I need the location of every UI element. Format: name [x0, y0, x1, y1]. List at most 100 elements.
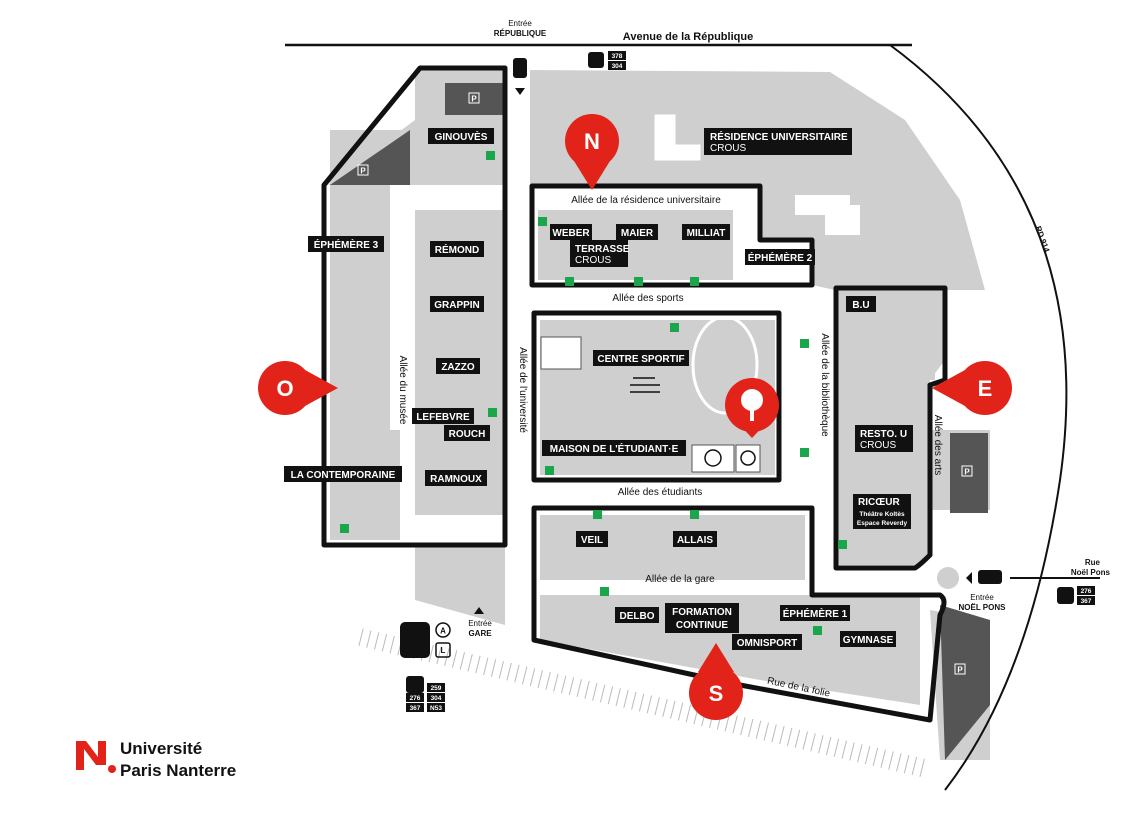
car-icon [978, 570, 1002, 584]
building-veil-label: VEIL [581, 535, 603, 546]
alley-etudiants: Allée des étudiants [618, 487, 703, 498]
pin-east[interactable]: E [932, 361, 1012, 415]
building-bu-label: B.U [852, 300, 869, 311]
bus-icon [1057, 587, 1074, 604]
arrow-left-icon [966, 572, 972, 584]
entrance-noel-pons[interactable]: Entrée NOËL PONS [937, 567, 1006, 612]
building-formation-label: FORMATION [672, 607, 732, 618]
arrow-down-icon [515, 88, 525, 95]
building-terrasse-sub: CROUS [575, 255, 611, 266]
parking-label-2: P [360, 167, 366, 176]
building-maison-etudiant-label: MAISON DE L'ÉTUDIANT·E [550, 442, 679, 455]
bus-line-259: 259 [431, 685, 442, 692]
alley-residence: Allée de la résidence universitaire [571, 195, 721, 206]
building-gymnase-label: GYMNASE [843, 635, 894, 646]
building-resto-u-label: RESTO. U [860, 429, 907, 440]
parking-label-1: P [471, 95, 477, 104]
bus-icon [588, 52, 604, 68]
entrance-noel-pons-name: NOËL PONS [959, 603, 1007, 612]
bus-line-276: 276 [410, 695, 421, 702]
train-station: A L [400, 622, 451, 658]
building-rouch-label: ROUCH [449, 429, 486, 440]
building-contemporaine[interactable]: LA CONTEMPORAINE [284, 466, 402, 482]
pin-north[interactable]: N [565, 114, 619, 190]
pin-east-letter: E [978, 376, 993, 401]
bike-parking-markers [340, 151, 847, 635]
building-gymnase[interactable]: GYMNASE [840, 631, 896, 647]
building-zazzo[interactable]: ZAZZO [436, 358, 480, 374]
pin-south[interactable]: S [689, 643, 743, 720]
building-ephemere2[interactable]: ÉPHÉMÈRE 2 [745, 249, 815, 265]
building-terrasse-label: TERRASSE [575, 244, 630, 255]
park-tree-icon [725, 378, 779, 438]
parking-label-3: P [964, 468, 970, 477]
zone-outlines [321, 65, 948, 723]
building-theatre-label: Théâtre Koltès [859, 511, 905, 518]
building-rouch[interactable]: ROUCH [444, 425, 490, 441]
racket-icon [540, 336, 582, 370]
logo-line-2: Paris Nanterre [120, 761, 236, 780]
building-delbo[interactable]: DELBO [615, 607, 659, 623]
entrance-gare[interactable]: Entrée GARE [468, 607, 492, 638]
bus-icon [406, 676, 424, 693]
entrance-gare-word: Entrée [468, 619, 492, 628]
basketball-icon [691, 444, 735, 473]
building-maier[interactable]: MAIER [616, 224, 658, 240]
entrance-noel-pons-word: Entrée [970, 593, 994, 602]
rer-a-icon [435, 622, 451, 638]
building-ephemere3[interactable]: ÉPHÉMÈRE 3 [308, 236, 384, 252]
alley-sports: Allée des sports [612, 293, 683, 304]
alley-gare: Allée de la gare [645, 574, 715, 585]
sports-icons [540, 315, 761, 473]
alley-arts: Allée des arts [932, 415, 943, 476]
building-reverdy-label: Espace Reverdy [857, 520, 908, 527]
building-bu[interactable]: B.U [846, 296, 876, 312]
pin-west[interactable]: O [258, 361, 338, 415]
road-avenue-republique: Avenue de la République [623, 31, 753, 43]
building-milliat[interactable]: MILLIAT [682, 224, 730, 240]
road-rue-noel-pons-2: Noël Pons [1071, 568, 1111, 577]
building-ginouves[interactable]: GINOUVÈS [428, 128, 494, 144]
building-centre-sportif-label: CENTRE SPORTIF [597, 354, 684, 365]
building-allais[interactable]: ALLAIS [673, 531, 717, 547]
building-weber[interactable]: WEBER [550, 224, 592, 240]
building-allais-label: ALLAIS [677, 535, 713, 546]
building-centre-sportif[interactable]: CENTRE SPORTIF [593, 350, 689, 366]
building-ramnoux[interactable]: RAMNOUX [425, 470, 487, 486]
bus-line-304: 304 [612, 63, 623, 70]
volleyball-icon [735, 444, 761, 473]
bus-stop-republique: 378 304 [588, 51, 626, 70]
building-ephemere1[interactable]: ÉPHÉMÈRE 1 [780, 605, 850, 621]
building-grappin[interactable]: GRAPPIN [430, 296, 484, 312]
entrance-republique-name: RÉPUBLIQUE [494, 29, 547, 38]
building-remond[interactable]: RÉMOND [430, 241, 484, 257]
running-track-icon [691, 315, 759, 415]
entrance-republique[interactable]: Entrée RÉPUBLIQUE [494, 19, 547, 95]
building-residence-label: RÉSIDENCE UNIVERSITAIRE [710, 130, 848, 143]
building-maison-etudiant[interactable]: MAISON DE L'ÉTUDIANT·E [542, 440, 686, 456]
pin-west-letter: O [276, 376, 293, 401]
roads [285, 43, 1100, 791]
building-ginouves-label: GINOUVÈS [435, 130, 488, 143]
building-zazzo-label: ZAZZO [441, 362, 475, 373]
road-rue-noel-pons-1: Rue [1085, 558, 1101, 567]
car-icon [513, 58, 527, 78]
building-omnisport-label: OMNISPORT [737, 638, 798, 649]
building-lefebvre[interactable]: LEFEBVRE [412, 408, 474, 424]
building-weber-label: WEBER [552, 228, 590, 239]
logo-mark [76, 741, 106, 770]
pin-north-letter: N [584, 129, 600, 154]
bus-line-304: 304 [431, 695, 442, 702]
building-milliat-label: MILLIAT [687, 228, 726, 239]
university-logo: Université Paris Nanterre [76, 739, 236, 780]
building-veil[interactable]: VEIL [576, 531, 608, 547]
parking-label-4: P [957, 666, 963, 675]
building-omnisport[interactable]: OMNISPORT [732, 634, 802, 650]
bus-line-367: 367 [1081, 598, 1092, 605]
